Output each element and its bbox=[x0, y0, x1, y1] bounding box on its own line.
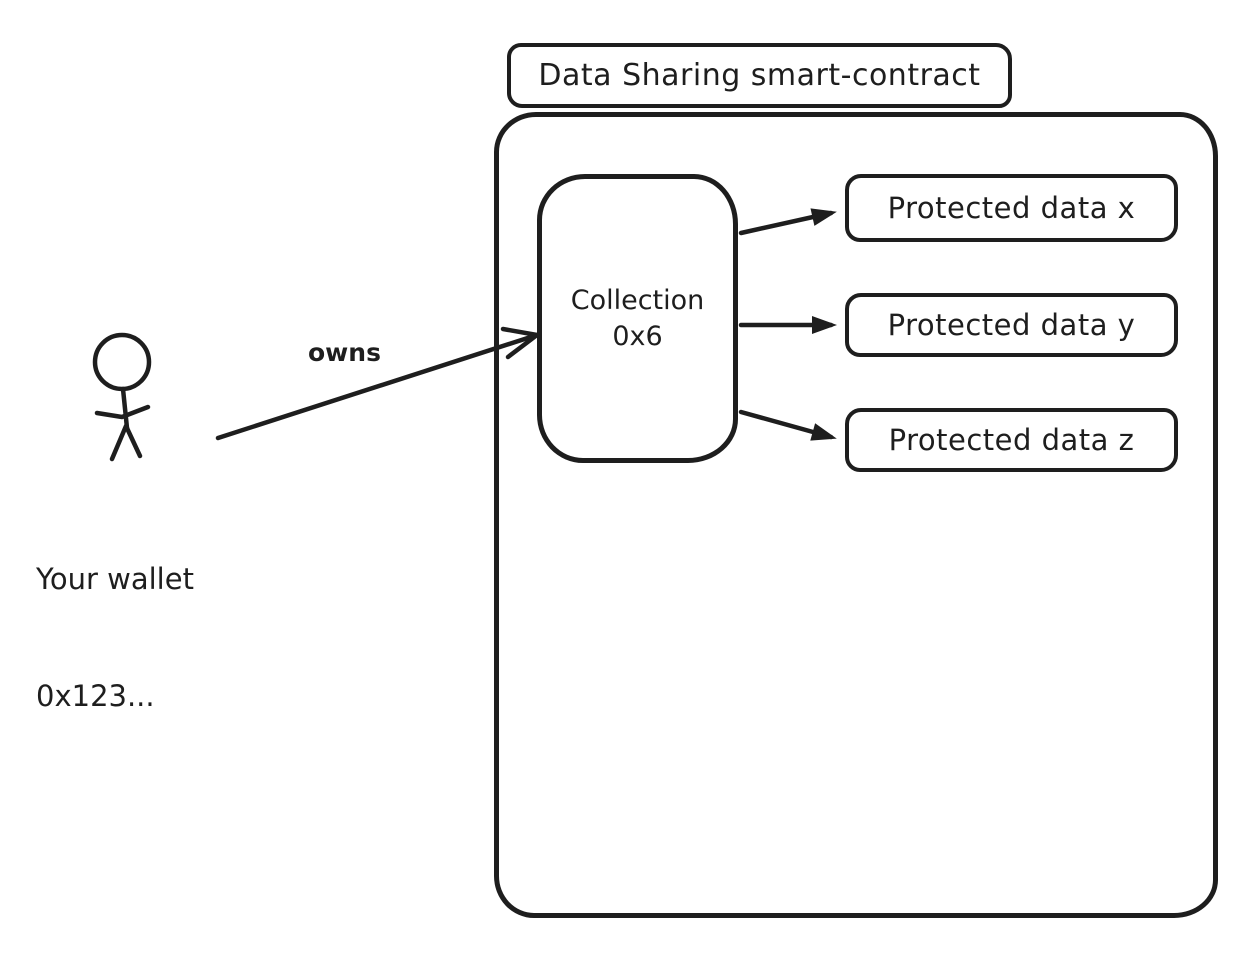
protected-data-y-label: Protected data y bbox=[887, 308, 1136, 342]
stick-figure-head bbox=[92, 332, 152, 392]
collection-label-line1: Collection bbox=[570, 284, 705, 316]
stick-figure-legs bbox=[109, 423, 143, 462]
wallet-actor-label-line1: Your wallet bbox=[36, 562, 194, 596]
wallet-actor-label: Your wallet 0x123... bbox=[36, 482, 194, 794]
stick-figure-arms bbox=[94, 404, 151, 420]
smart-contract-title-box: Data Sharing smart-contract bbox=[507, 43, 1012, 108]
protected-data-z-box: Protected data z bbox=[845, 408, 1178, 472]
stick-figure-body bbox=[120, 386, 130, 431]
protected-data-x-box: Protected data x bbox=[845, 174, 1178, 242]
collection-box: Collection 0x6 bbox=[537, 174, 738, 463]
protected-data-z-label: Protected data z bbox=[888, 423, 1135, 457]
stick-figure-icon bbox=[92, 332, 152, 462]
owns-edge-label: owns bbox=[308, 338, 381, 367]
smart-contract-title: Data Sharing smart-contract bbox=[538, 58, 981, 93]
wallet-actor-label-line2: 0x123... bbox=[36, 679, 155, 713]
protected-data-x-label: Protected data x bbox=[887, 191, 1136, 225]
collection-label-line2: 0x6 bbox=[612, 320, 663, 352]
protected-data-y-box: Protected data y bbox=[845, 293, 1178, 357]
